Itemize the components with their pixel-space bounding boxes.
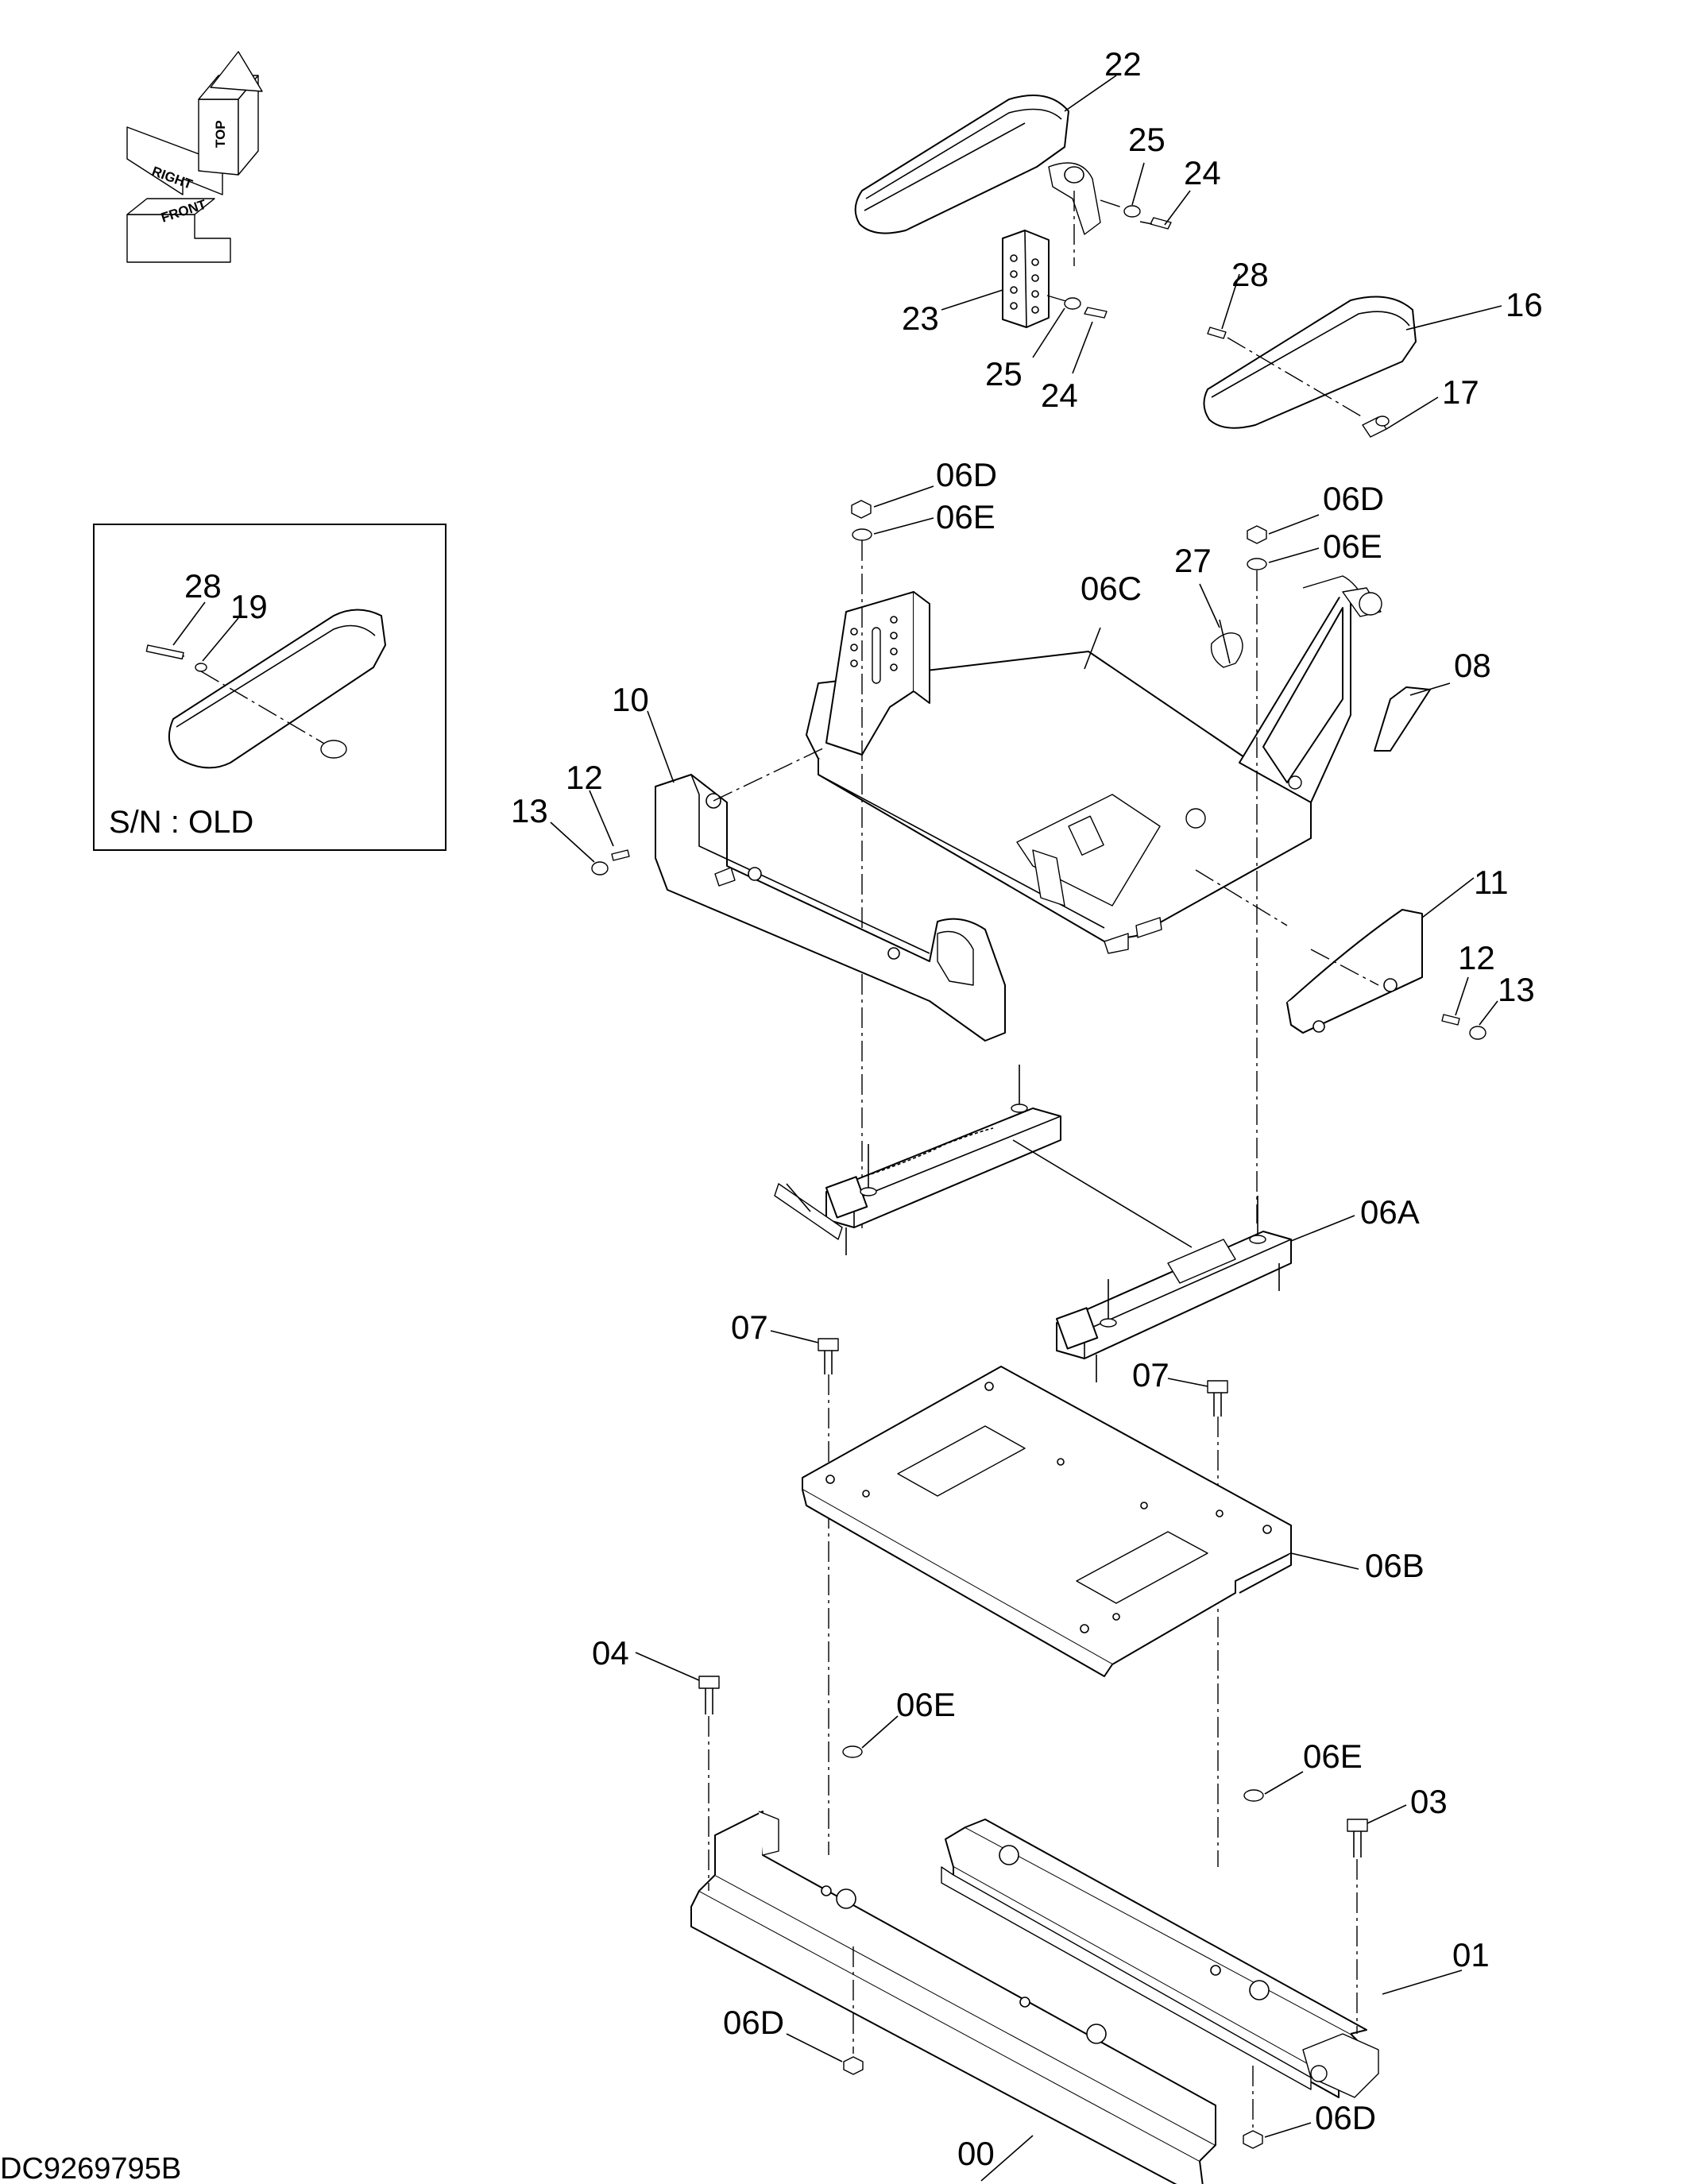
callout-00: 00 bbox=[957, 2135, 995, 2172]
callout-06A: 06A bbox=[1360, 1193, 1420, 1231]
part-08 bbox=[1374, 686, 1431, 752]
nut-06D-4 bbox=[1243, 2130, 1263, 2149]
callout-13-left: 13 bbox=[511, 792, 548, 829]
document-code: DC9269795B bbox=[0, 2152, 181, 2184]
armrest-left-assembly bbox=[854, 75, 1191, 374]
side-cover-11 bbox=[1195, 869, 1498, 1040]
side-cover-10 bbox=[647, 710, 1006, 1042]
slide-rails-06A bbox=[774, 1065, 1355, 1382]
callout-06E-1: 06E bbox=[936, 498, 995, 535]
callout-06E-2: 06E bbox=[1323, 528, 1382, 565]
callout-06C: 06C bbox=[1081, 570, 1142, 607]
base-plate-06B bbox=[802, 1366, 1359, 1677]
callout-06D-3: 06D bbox=[723, 2004, 784, 2041]
callout-06D-1: 06D bbox=[936, 456, 997, 493]
callout-06E-3: 06E bbox=[896, 1686, 956, 1723]
inset-old-armrest: 28 19 S/N : OLD bbox=[93, 524, 447, 851]
mount-rail-01 bbox=[941, 1819, 1463, 2098]
fasteners-12-13-left bbox=[550, 790, 630, 876]
washer-25b bbox=[1064, 297, 1081, 310]
callout-06D-2: 06D bbox=[1323, 480, 1384, 517]
lower-fasteners bbox=[635, 1652, 1407, 2149]
callout-12-left: 12 bbox=[566, 759, 603, 796]
seat-frame-06C bbox=[806, 575, 1451, 954]
callout-22: 22 bbox=[1104, 45, 1142, 83]
callout-07-left: 07 bbox=[731, 1308, 768, 1346]
bolt-12a bbox=[611, 849, 630, 861]
callout-17: 17 bbox=[1442, 373, 1479, 411]
washer-06E-1 bbox=[852, 528, 872, 541]
callout-27: 27 bbox=[1174, 542, 1212, 579]
callout-10: 10 bbox=[612, 681, 649, 718]
inset-frame bbox=[93, 524, 447, 851]
callout-01: 01 bbox=[1452, 1936, 1490, 1973]
orientation-indicator: TOP RIGHT FRONT bbox=[126, 51, 263, 263]
callout-03: 03 bbox=[1410, 1783, 1448, 1820]
nut-06D-1 bbox=[851, 500, 872, 519]
callout-04: 04 bbox=[592, 1634, 629, 1672]
callout-06D-4: 06D bbox=[1315, 2099, 1376, 2136]
callout-24-upper: 24 bbox=[1184, 154, 1221, 191]
callout-labels: 22 25 24 23 25 24 28 16 17 06D 06E 06D 0… bbox=[511, 45, 1543, 2172]
nut-06D-2 bbox=[1247, 525, 1267, 544]
callout-11: 11 bbox=[1474, 864, 1509, 901]
callout-06E-4: 06E bbox=[1303, 1738, 1363, 1775]
callout-13-right: 13 bbox=[1498, 971, 1535, 1008]
washer-13a bbox=[591, 861, 609, 876]
bolt-03 bbox=[1347, 1819, 1368, 1832]
callout-07-right: 07 bbox=[1132, 1356, 1169, 1394]
callout-25-upper: 25 bbox=[1128, 121, 1166, 158]
callout-24-lower: 24 bbox=[1041, 377, 1078, 414]
callout-16: 16 bbox=[1506, 286, 1543, 323]
callout-23: 23 bbox=[902, 300, 939, 337]
callout-25-lower: 25 bbox=[985, 355, 1023, 392]
bolt-24a bbox=[1150, 217, 1172, 230]
bolt-04 bbox=[698, 1676, 720, 1689]
bolt-28 bbox=[1207, 327, 1227, 339]
washer-06E-2 bbox=[1247, 558, 1267, 570]
inset-label-19: 19 bbox=[230, 588, 268, 625]
armrest-16 bbox=[1203, 296, 1417, 429]
inset-caption: S/N : OLD bbox=[109, 805, 253, 840]
bolt-07b bbox=[1207, 1380, 1228, 1394]
callout-28: 28 bbox=[1231, 256, 1269, 293]
washer-25a bbox=[1123, 205, 1141, 218]
orientation-top-label: TOP bbox=[213, 120, 228, 148]
mount-rail-00 bbox=[690, 1811, 1216, 2184]
callout-08: 08 bbox=[1454, 647, 1491, 684]
washer-13b bbox=[1469, 1026, 1486, 1040]
armrest-right-assembly bbox=[1203, 273, 1502, 438]
bolt-12b bbox=[1441, 1014, 1460, 1026]
bolt-24b bbox=[1084, 307, 1108, 319]
callout-06B: 06B bbox=[1365, 1547, 1425, 1584]
upper-fasteners bbox=[851, 485, 1320, 1231]
callout-12-right: 12 bbox=[1458, 939, 1495, 976]
bolt-07a bbox=[818, 1338, 839, 1351]
nut-06D-3 bbox=[843, 2056, 864, 2075]
armrest-22 bbox=[854, 95, 1069, 234]
inset-label-28: 28 bbox=[184, 567, 222, 605]
washer-06E-4 bbox=[1243, 1789, 1264, 1802]
washer-06E-3 bbox=[842, 1745, 863, 1758]
